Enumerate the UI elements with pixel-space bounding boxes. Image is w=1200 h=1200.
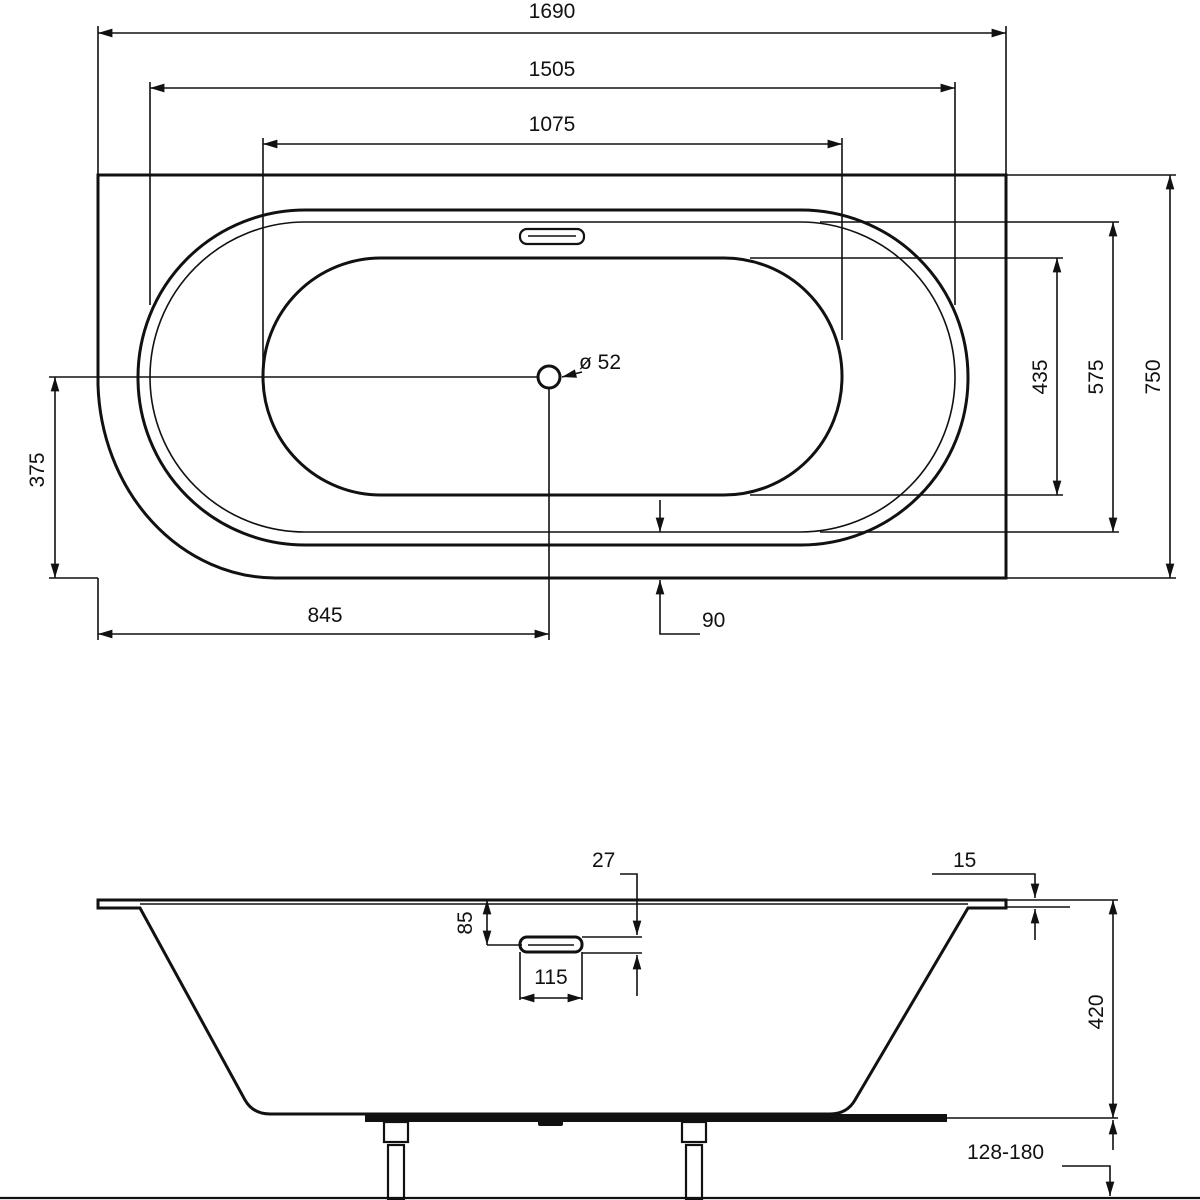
dim-1505: 1505 [149,58,956,305]
dim-label: 1690 [529,0,576,23]
dim-845: 845 [97,388,550,640]
dim-420: 420 [830,899,1118,1119]
dim-label: 15 [953,849,976,872]
top-view: 1690 1505 1075 750 575 435 375 845 ø 52 [26,0,1176,640]
dim-1075: 1075 [262,113,843,370]
dim-27: 27 [582,849,642,996]
overflow [518,227,586,246]
tub-outline [96,173,1008,580]
dim-575: 575 [820,221,1119,533]
dim-drain-diameter: ø 52 [561,351,621,378]
leg-left [382,1120,410,1200]
dim-375: 375 [26,376,538,579]
dim-label: 845 [307,604,342,627]
side-view: 85 115 27 15 420 128-180 [0,849,1200,1200]
dim-750: 750 [1006,174,1176,579]
dim-128-180: 128-180 [967,1120,1118,1196]
tub-profile [96,898,1008,1116]
drain [536,364,562,390]
dim-label: 375 [26,452,49,487]
dim-15: 15 [932,849,1070,940]
dim-115: 115 [519,952,583,1003]
dim-label: 575 [1085,359,1108,394]
leg-right [680,1120,708,1200]
base-plate [365,1114,947,1122]
dim-label: 27 [592,849,615,872]
dim-label: 128-180 [967,1141,1044,1164]
dim-label: 85 [454,911,477,934]
dim-label: 435 [1029,359,1052,394]
dim-label: 1075 [529,113,576,136]
dim-85: 85 [454,900,522,946]
dim-label: 90 [702,609,725,632]
dim-label: 750 [1142,359,1165,394]
dim-1690: 1690 [97,0,1007,175]
dim-label: 115 [534,966,567,989]
dim-435: 435 [750,257,1063,496]
dim-label: 420 [1085,994,1108,1029]
dim-label: ø 52 [579,351,621,374]
dim-90: 90 [655,500,725,635]
dim-label: 1505 [529,58,576,81]
